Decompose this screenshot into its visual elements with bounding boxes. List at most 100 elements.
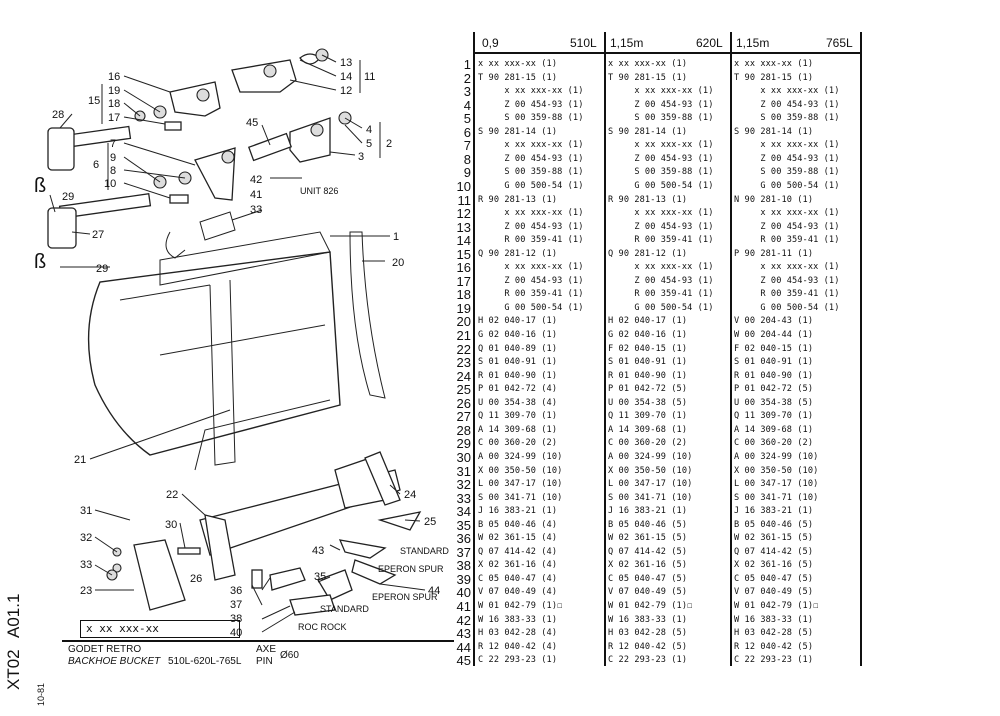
cell-510l: U 00 354-38 (4) bbox=[478, 397, 558, 408]
callout-23: 23 bbox=[80, 585, 92, 597]
leader-lines bbox=[49, 54, 426, 633]
cell-765l: Q 11 309-70 (1) bbox=[734, 411, 814, 422]
callout-13: 13 bbox=[340, 57, 352, 69]
col1-model: 510L bbox=[570, 36, 597, 50]
cell-620l: x xx xxx-xx (1) bbox=[608, 86, 714, 97]
cell-510l: Q 90 281-12 (1) bbox=[478, 248, 558, 259]
cell-510l: Z 00 454-93 (1) bbox=[478, 221, 584, 232]
cell-765l: R 00 359-41 (1) bbox=[734, 289, 840, 300]
row-number: 40 bbox=[456, 585, 471, 601]
cell-510l: G 02 040-16 (1) bbox=[478, 330, 558, 340]
cell-765l: x xx xxx-xx (1) bbox=[734, 262, 840, 273]
unit-note: UNIT 826 bbox=[300, 186, 338, 196]
cell-510l: W 16 383-33 (1) bbox=[478, 614, 558, 625]
pen-mark-2: ß bbox=[34, 251, 46, 273]
row-number: 17 bbox=[456, 273, 471, 289]
row-number: 42 bbox=[456, 612, 471, 628]
cell-620l: x xx xxx-xx (1) bbox=[608, 262, 714, 273]
cell-510l: Z 00 454-93 (1) bbox=[478, 275, 584, 286]
cell-620l: W 16 383-33 (1) bbox=[608, 614, 688, 625]
cell-765l: B 05 040-46 (5) bbox=[734, 519, 814, 530]
pin-diameter: Ø60 bbox=[280, 650, 299, 661]
brackets bbox=[101, 60, 381, 190]
cell-765l: V 00 204-43 (1) bbox=[734, 316, 814, 327]
row-number: 9 bbox=[463, 165, 471, 181]
callout-8: 8 bbox=[110, 165, 116, 177]
cell-510l: R 00 359-41 (1) bbox=[478, 289, 584, 300]
row-number: 44 bbox=[456, 639, 471, 655]
row-number: 26 bbox=[456, 395, 471, 411]
row-number: 20 bbox=[456, 314, 471, 330]
cell-510l: W 01 042-79 (1)☐ bbox=[478, 601, 563, 611]
callout-10: 10 bbox=[104, 178, 116, 190]
callout-15: 15 bbox=[88, 95, 100, 107]
col-divider-3 bbox=[860, 32, 862, 666]
row-number: 14 bbox=[456, 233, 471, 249]
callout-41: 41 bbox=[250, 189, 262, 201]
row-number: 39 bbox=[456, 571, 471, 587]
code-main: XT02 bbox=[4, 649, 23, 690]
label-standard-1: STANDARD bbox=[400, 546, 449, 556]
col-divider-0 bbox=[473, 32, 475, 666]
cell-765l: S 00 359-88 (1) bbox=[734, 113, 840, 124]
callout-34: 33 bbox=[250, 204, 262, 216]
cell-620l: C 05 040-47 (5) bbox=[608, 573, 688, 584]
callout-29b: 29 bbox=[96, 263, 108, 275]
cell-510l: X 00 350-50 (10) bbox=[478, 465, 563, 476]
models: 510L-620L-765L bbox=[168, 656, 242, 667]
cell-620l: L 00 347-17 (10) bbox=[608, 479, 693, 490]
cell-765l: V 07 040-49 (5) bbox=[734, 587, 814, 598]
col3-size: 1,15m bbox=[736, 36, 770, 50]
callout-29a: 29 bbox=[62, 191, 74, 203]
cell-510l: V 07 040-49 (4) bbox=[478, 587, 558, 598]
callout-12: 12 bbox=[340, 85, 352, 97]
cell-620l: A 14 309-68 (1) bbox=[608, 424, 688, 435]
cell-765l: X 02 361-16 (5) bbox=[734, 560, 814, 571]
col2-model: 620L bbox=[696, 36, 723, 50]
cell-765l: Z 00 454-93 (1) bbox=[734, 153, 840, 164]
callout-45: 45 bbox=[246, 117, 258, 129]
row-number: 11 bbox=[457, 192, 472, 208]
cell-620l: S 01 040-91 (1) bbox=[608, 357, 688, 368]
label-standard-2: STANDARD bbox=[320, 604, 369, 614]
cell-765l: J 16 383-21 (1) bbox=[734, 506, 814, 517]
cell-620l: W 02 361-15 (5) bbox=[608, 533, 688, 544]
cell-765l: Z 00 454-93 (1) bbox=[734, 99, 840, 110]
callout-1: 1 bbox=[393, 231, 399, 243]
cell-620l: Z 00 454-93 (1) bbox=[608, 275, 714, 286]
cell-620l: x xx xxx-xx (1) bbox=[608, 208, 714, 219]
label-roc-rock: ROC ROCK bbox=[298, 622, 347, 632]
row-number: 28 bbox=[456, 422, 471, 438]
cell-620l: H 02 040-17 (1) bbox=[608, 316, 688, 327]
callout-2: 2 bbox=[386, 138, 392, 150]
title-rule bbox=[62, 640, 454, 642]
pen-mark-1: ß bbox=[34, 175, 46, 197]
cell-620l: J 16 383-21 (1) bbox=[608, 506, 688, 517]
cell-620l: F 02 040-15 (1) bbox=[608, 343, 688, 354]
row-number: 38 bbox=[456, 558, 471, 574]
cell-510l: H 02 040-17 (1) bbox=[478, 316, 558, 327]
col1-size: 0,9 bbox=[482, 36, 499, 50]
cell-620l: S 90 281-14 (1) bbox=[608, 126, 688, 137]
cell-620l: S 00 341-71 (10) bbox=[608, 492, 693, 503]
callout-44: 44 bbox=[428, 585, 440, 597]
callout-17: 17 bbox=[108, 112, 120, 124]
cell-510l: J 16 383-21 (1) bbox=[478, 506, 558, 517]
cell-510l: Q 01 040-89 (1) bbox=[478, 343, 558, 354]
col-divider-2 bbox=[730, 32, 732, 666]
row-number: 32 bbox=[456, 477, 471, 493]
callout-28: 28 bbox=[52, 109, 64, 121]
cell-510l: P 01 042-72 (4) bbox=[478, 384, 558, 395]
cell-510l: x xx xxx-xx (1) bbox=[478, 59, 558, 69]
row-number: 15 bbox=[456, 246, 471, 262]
ref-box bbox=[80, 620, 240, 638]
cell-765l: X 00 350-50 (10) bbox=[734, 465, 819, 476]
cell-765l: x xx xxx-xx (1) bbox=[734, 140, 840, 151]
cell-620l: R 00 359-41 (1) bbox=[608, 235, 714, 246]
callout-30: 30 bbox=[165, 519, 177, 531]
callout-18: 18 bbox=[108, 98, 120, 110]
cell-620l: G 00 500-54 (1) bbox=[608, 302, 714, 313]
callout-25: 25 bbox=[424, 516, 436, 528]
cell-620l: S 00 359-88 (1) bbox=[608, 167, 714, 178]
